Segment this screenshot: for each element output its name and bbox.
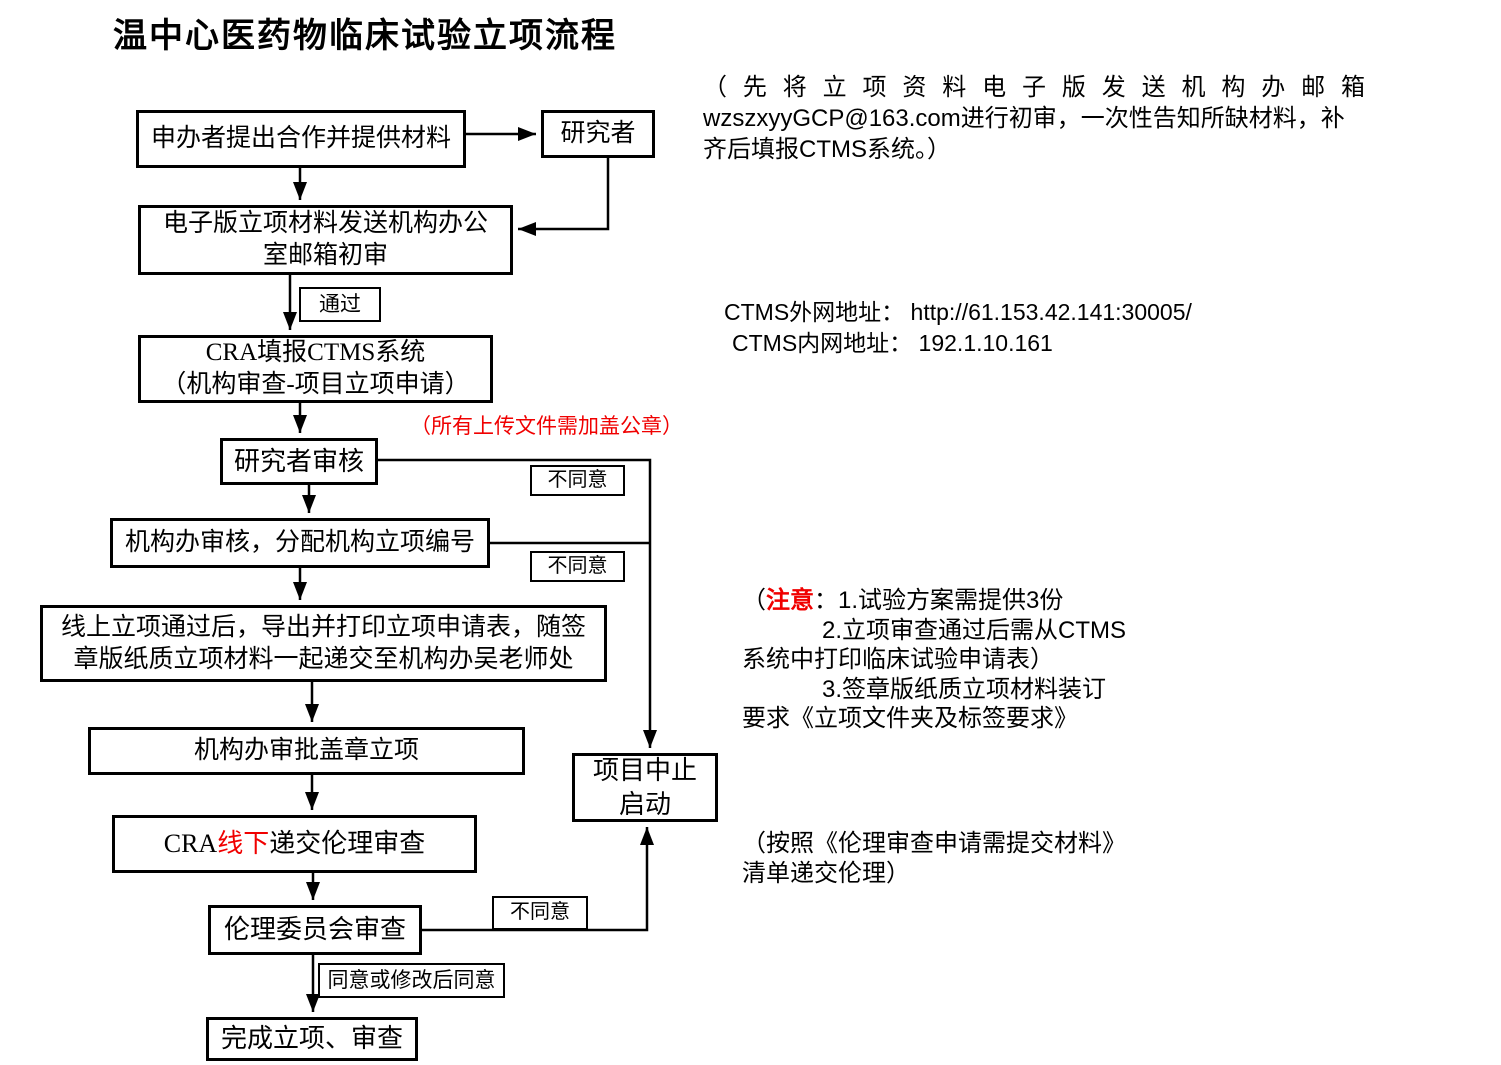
- notice-line5: 要求《立项文件夹及标签要求》: [742, 705, 1078, 732]
- node-cra-ctms: CRA填报CTMS系统 （机构审查-项目立项申请）: [138, 335, 493, 403]
- node-office-review: 机构办审核，分配机构立项编号: [110, 518, 490, 568]
- label-disagree-c: 不同意: [492, 896, 588, 930]
- ethics-submit-post: 递交伦理审查: [269, 829, 426, 859]
- label-agree: 同意或修改后同意: [318, 963, 505, 998]
- node-investigator-review: 研究者审核: [220, 438, 378, 485]
- ctms-extranet-address: CTMS外网地址： http://61.153.42.141:30005/: [724, 299, 1192, 325]
- ethics-submit-offline: 线下: [217, 829, 270, 859]
- ethics-materials-note: （按照《伦理审查申请需提交材料》 清单递交伦理）: [742, 829, 1126, 889]
- notice-line3: 系统中打印临床试验申请表）: [742, 646, 1054, 673]
- ethics-submit-pre: CRA: [163, 829, 218, 859]
- node-print-submit: 线上立项通过后，导出并打印立项申请表，随签 章版纸质立项材料一起递交至机构办吴老…: [40, 605, 607, 682]
- node-office-stamp: 机构办审批盖章立项: [88, 727, 525, 775]
- node-complete: 完成立项、审查: [206, 1017, 418, 1061]
- email-note-line3: 齐后填报CTMS系统。）: [703, 136, 951, 163]
- node-ethics-review: 伦理委员会审查: [208, 905, 422, 955]
- node-researcher: 研究者: [541, 110, 655, 158]
- email-note-line1: （先将立项资料电子版发送机构办邮箱: [703, 74, 1365, 101]
- label-disagree-b: 不同意: [530, 551, 625, 582]
- notice-line1-text: ：1.试验方案需提供3份: [814, 587, 1064, 614]
- email-note-line2: wzszxyyGCP@163.com进行初审，一次性告知所缺材料，补: [703, 105, 1345, 132]
- notice-line1: （注意：1.试验方案需提供3份: [742, 586, 1126, 616]
- ctms-intranet-address: CTMS内网地址： 192.1.10.161: [732, 330, 1053, 356]
- page-title: 温中心医药物临床试验立项流程: [113, 18, 617, 55]
- ethics-note-line1: （按照《伦理审查申请需提交材料》: [742, 830, 1126, 857]
- notice-keyword: 注意: [766, 587, 814, 614]
- notice-paragraph: （注意：1.试验方案需提供3份 2.立项审查通过后需从CTMS 系统中打印临床试…: [742, 586, 1126, 734]
- notice-line2: 2.立项审查通过后需从CTMS: [822, 616, 1127, 644]
- notice-line4: 3.签章版纸质立项材料装订: [822, 675, 1107, 703]
- email-first-review-note: （先将立项资料电子版发送机构办邮箱 wzszxyyGCP@163.com进行初审…: [703, 72, 1365, 165]
- ctms-addresses: CTMS外网地址： http://61.153.42.141:30005/ CT…: [724, 297, 1192, 359]
- notice-open-paren: （: [742, 587, 766, 614]
- label-pass: 通过: [299, 287, 381, 322]
- node-email-review: 电子版立项材料发送机构办公 室邮箱初审: [138, 205, 513, 275]
- upload-stamp-note: （所有上传文件需加盖公章）: [410, 414, 683, 438]
- node-sponsor: 申办者提出合作并提供材料: [136, 110, 466, 168]
- node-project-terminate: 项目中止 启动: [572, 753, 718, 822]
- label-disagree-a: 不同意: [530, 465, 625, 496]
- ethics-note-line2: 清单递交伦理）: [742, 860, 910, 887]
